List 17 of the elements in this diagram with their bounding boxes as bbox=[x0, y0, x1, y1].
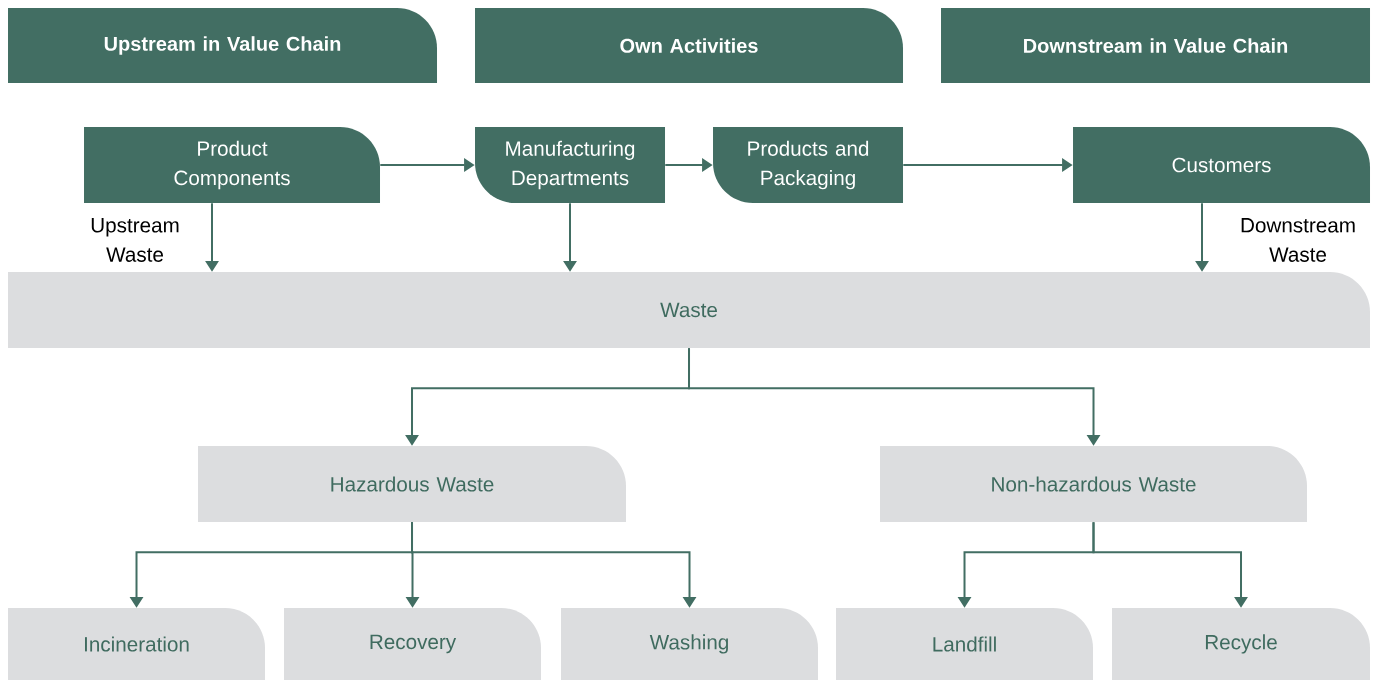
header-band: Upstream in Value Chain bbox=[8, 8, 437, 83]
header-band: Own Activities bbox=[475, 8, 903, 83]
header-band: Downstream in Value Chain bbox=[941, 8, 1370, 83]
process-box: Customers bbox=[1073, 127, 1370, 203]
waste-box: Recycle bbox=[1112, 608, 1370, 680]
process-box: Manufacturing Departments bbox=[475, 127, 665, 203]
waste-box: Non-hazardous Waste bbox=[880, 446, 1307, 522]
edge-label: Upstream Waste bbox=[91, 218, 179, 262]
edge-label: Downstream Waste bbox=[1241, 218, 1355, 262]
waste-box: Waste bbox=[8, 272, 1370, 348]
waste-box: Landfill bbox=[836, 608, 1093, 680]
waste-box: Washing bbox=[561, 608, 818, 680]
process-box: Product Components bbox=[84, 127, 380, 203]
waste-box: Incineration bbox=[8, 608, 265, 680]
waste-box: Recovery bbox=[284, 608, 541, 680]
waste-box: Hazardous Waste bbox=[198, 446, 626, 522]
process-box: Products and Packaging bbox=[713, 127, 903, 203]
